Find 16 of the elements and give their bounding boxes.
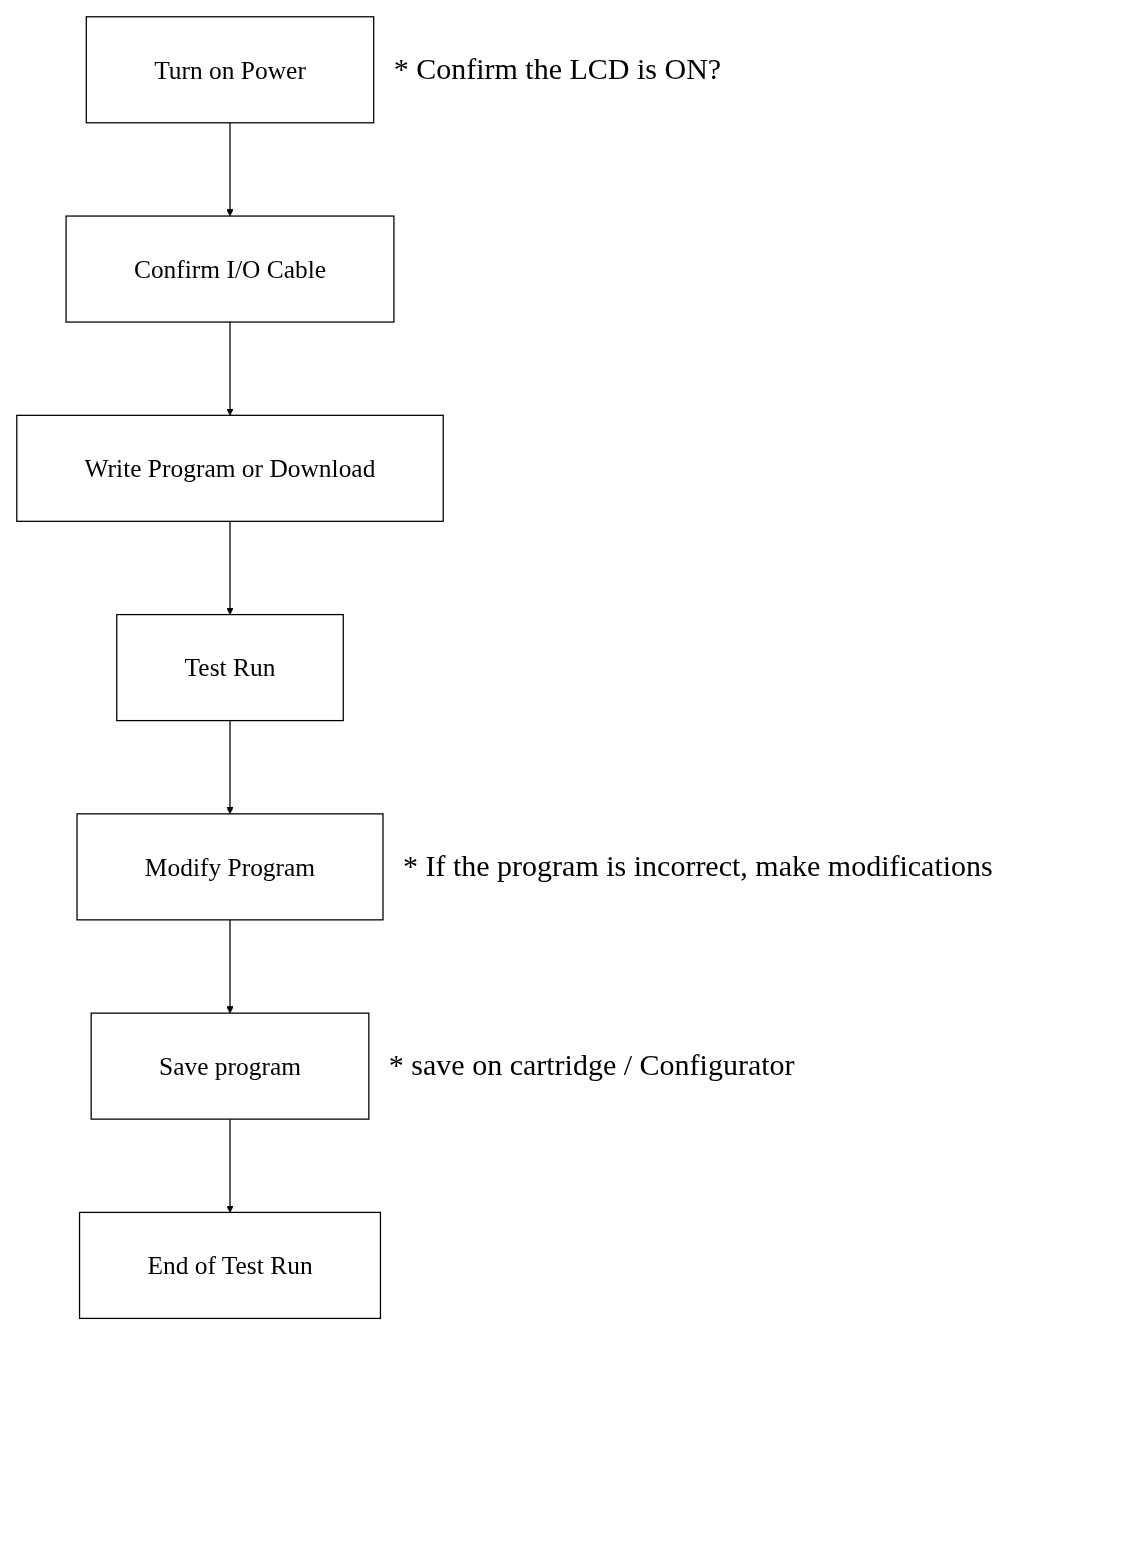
node-box [90, 1012, 370, 1120]
node-box [65, 215, 395, 323]
note-text: * Confirm the LCD is ON? [393, 51, 722, 86]
arrow [226, 719, 234, 815]
node-box [16, 414, 444, 522]
arrow [226, 1118, 234, 1213]
arrow [226, 520, 234, 615]
node-box [85, 16, 375, 124]
note-text: * save on cartridge / Configurator [388, 1048, 795, 1083]
node-box [116, 613, 344, 722]
arrow [226, 321, 234, 416]
note-text: * If the program is incorrect, make modifications [402, 848, 993, 883]
node-box [76, 813, 384, 921]
arrow [226, 122, 234, 217]
arrow [226, 919, 234, 1014]
node-box [78, 1211, 382, 1320]
